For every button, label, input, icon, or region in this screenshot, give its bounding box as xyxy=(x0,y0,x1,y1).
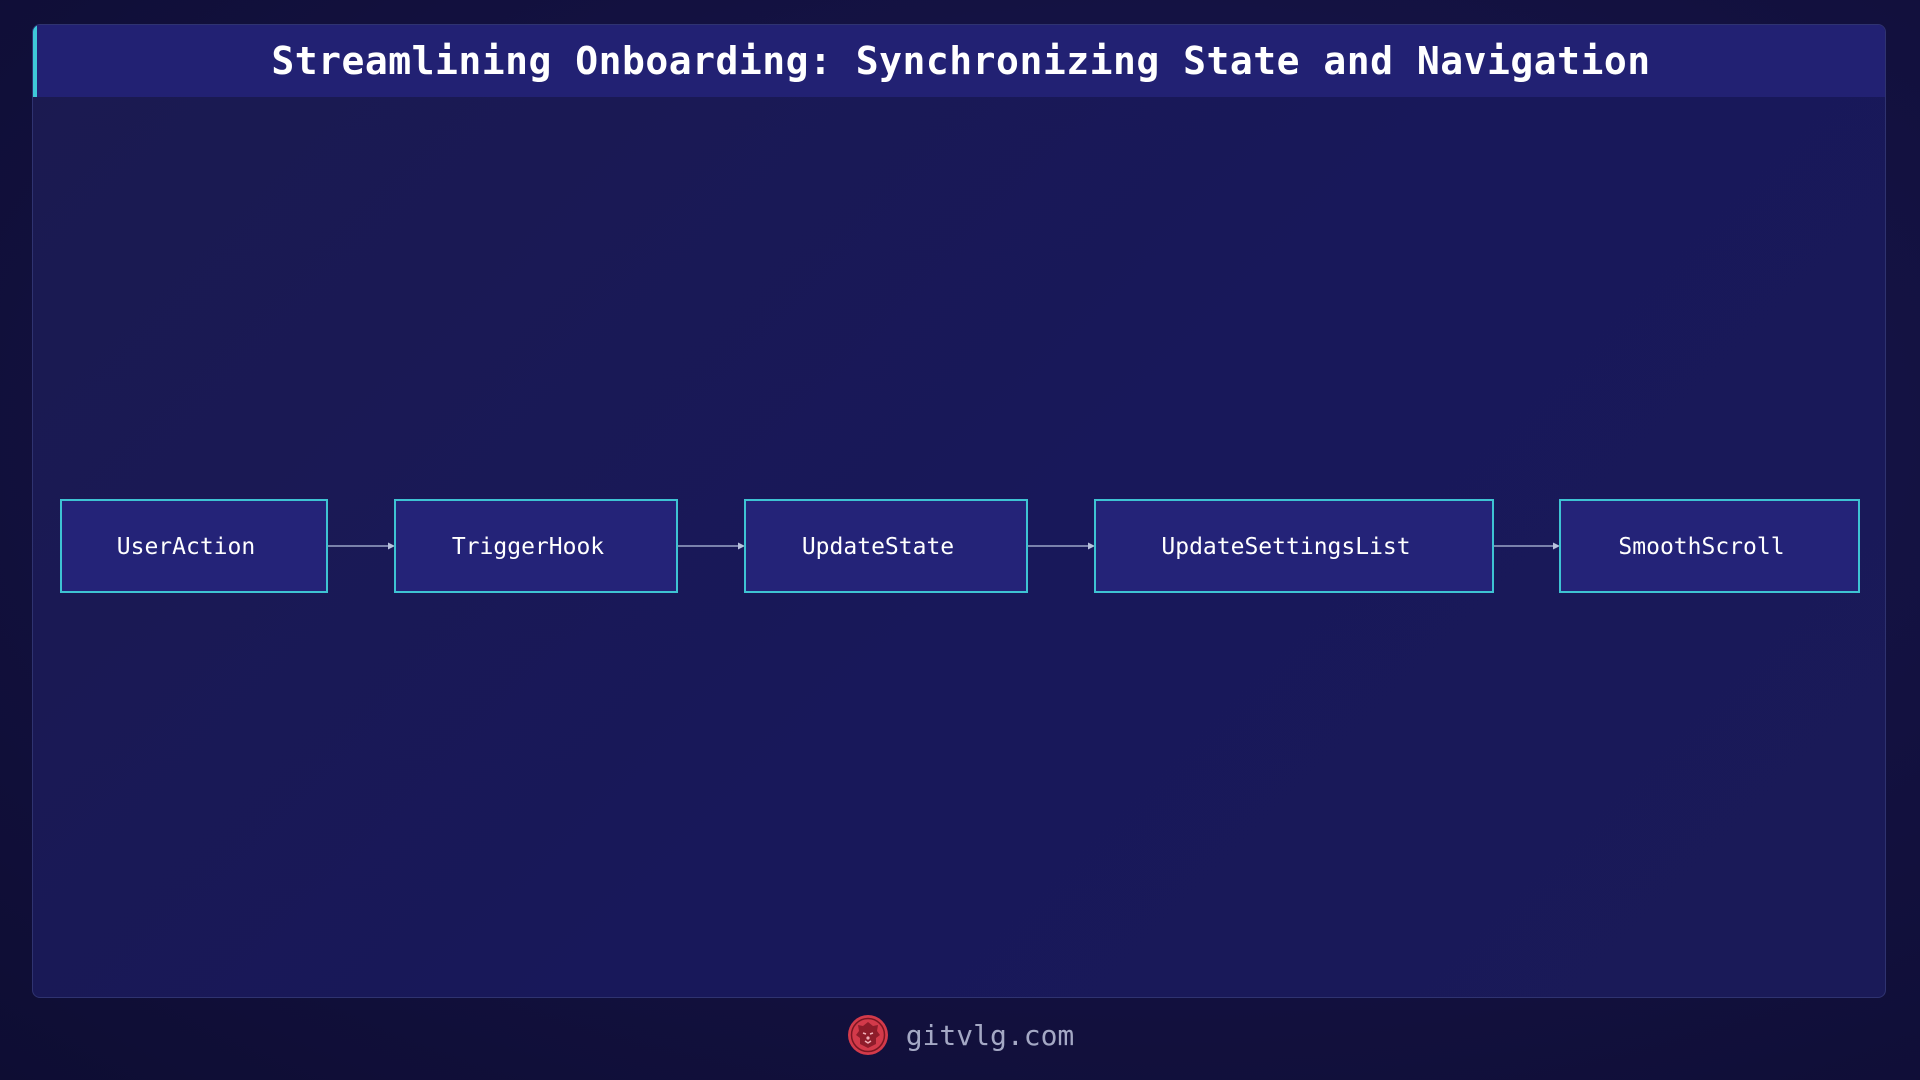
edges-group xyxy=(327,542,1560,550)
node-smooth-scroll: SmoothScroll xyxy=(1559,499,1860,593)
page-title: Streamlining Onboarding: Synchronizing S… xyxy=(271,39,1651,83)
node-label: UpdateState xyxy=(802,534,954,560)
node-box xyxy=(744,499,1028,593)
edge-arrow xyxy=(1027,542,1095,550)
node-label: UserAction xyxy=(117,534,255,560)
arrowhead xyxy=(388,542,395,550)
footer: gitvlg.com xyxy=(0,1010,1920,1060)
nodes-group: UserAction TriggerHook UpdateState UpdateSe… xyxy=(60,499,1860,593)
arrowhead xyxy=(738,542,745,550)
title-bar: Streamlining Onboarding: Synchronizing S… xyxy=(33,25,1885,97)
node-update-settings-list: UpdateSettingsList xyxy=(1094,499,1494,593)
footer-site: gitvlg.com xyxy=(905,1018,1075,1052)
edge-arrow xyxy=(677,542,745,550)
node-update-state: UpdateState xyxy=(744,499,1028,593)
arrowhead xyxy=(1553,542,1560,550)
lion-head-icon xyxy=(847,1015,888,1055)
edge-arrow xyxy=(327,542,395,550)
arrowhead xyxy=(1088,542,1095,550)
node-box xyxy=(394,499,678,593)
node-box xyxy=(60,499,328,593)
node-label: TriggerHook xyxy=(452,534,604,560)
edge-arrow xyxy=(1493,542,1560,550)
node-trigger-hook: TriggerHook xyxy=(394,499,678,593)
node-label: SmoothScroll xyxy=(1618,534,1784,560)
node-user-action: UserAction xyxy=(60,499,328,593)
node-label: UpdateSettingsList xyxy=(1161,534,1410,560)
node-box xyxy=(1094,499,1494,593)
node-box xyxy=(1559,499,1860,593)
